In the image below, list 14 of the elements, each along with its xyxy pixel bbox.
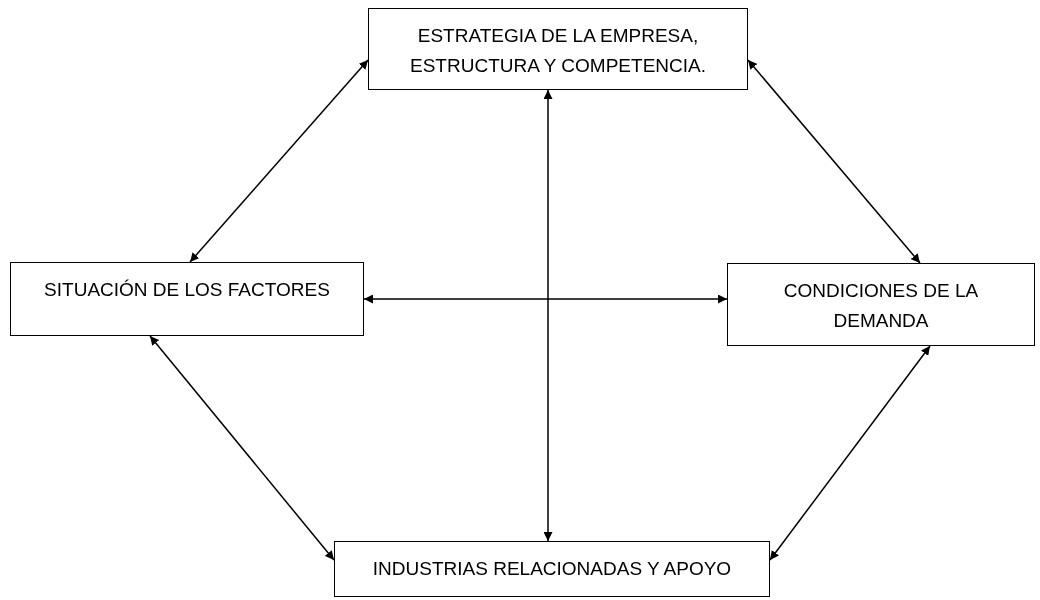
text-box bbox=[334, 541, 770, 597]
box-label: ESTRATEGIA DE LA EMPRESA, ESTRUCTURA Y COMPETENCIA. bbox=[409, 24, 707, 78]
double-arrow bbox=[543, 89, 553, 542]
box-label: INDUSTRIAS RELACIONADAS Y APOYO bbox=[372, 557, 732, 581]
text-box bbox=[727, 263, 1035, 346]
double-arrow bbox=[189, 59, 369, 263]
double-arrow bbox=[769, 345, 931, 561]
double-arrow bbox=[149, 335, 335, 561]
double-arrow bbox=[363, 294, 728, 304]
box-label: CONDICIONES DE LA DEMANDA bbox=[782, 279, 980, 333]
box-label: SITUACIÓN DE LOS FACTORES bbox=[44, 278, 330, 302]
double-arrow bbox=[747, 59, 921, 264]
text-box bbox=[368, 8, 748, 90]
text-box bbox=[10, 262, 364, 336]
